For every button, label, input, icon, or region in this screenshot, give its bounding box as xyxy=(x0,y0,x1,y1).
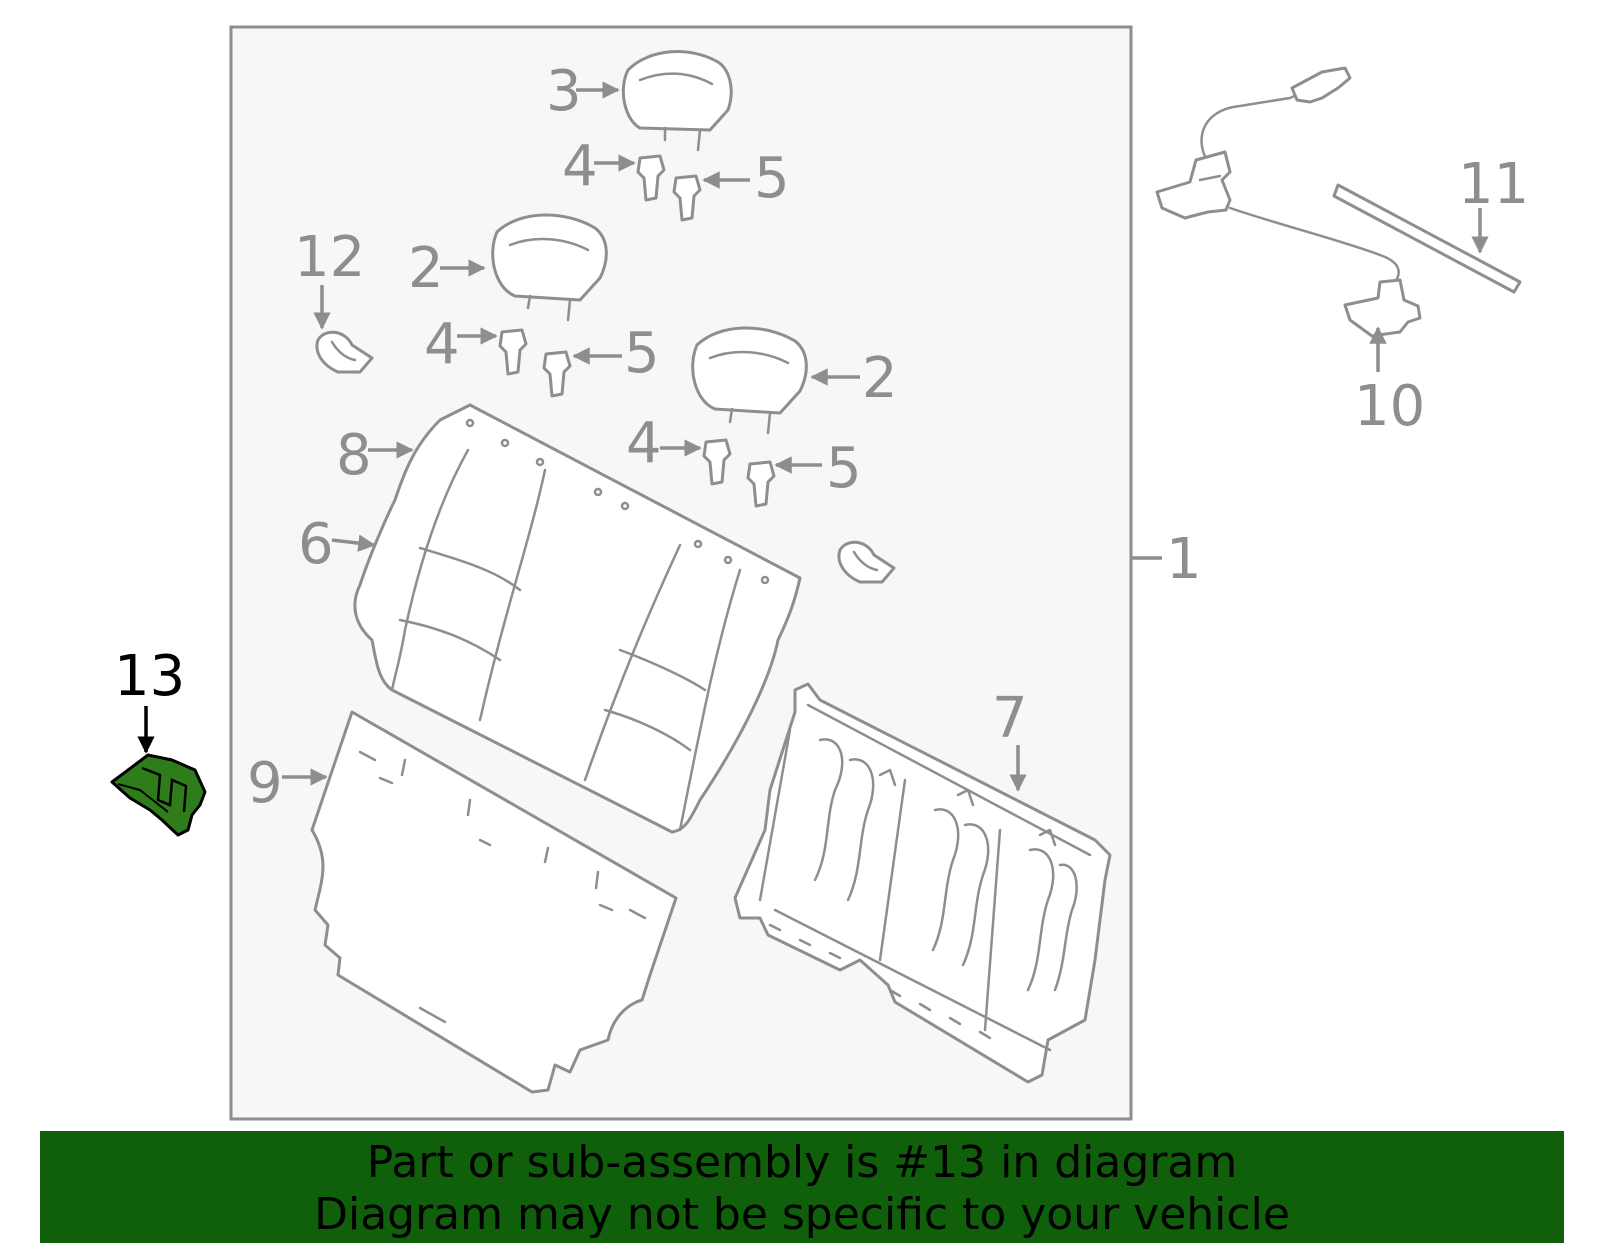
belt-guide-right xyxy=(837,540,896,584)
headrest-left xyxy=(491,213,608,322)
callout-6: 6 xyxy=(298,512,334,577)
highlighted-part-13 xyxy=(110,753,207,837)
banner-line-part: Part or sub-assembly is #13 in diagram xyxy=(366,1137,1238,1188)
leader-6 xyxy=(331,534,376,552)
callout-9: 9 xyxy=(247,751,283,816)
callout-8: 8 xyxy=(336,423,372,488)
callout-2-right: 2 xyxy=(862,346,898,411)
headrest-guide-right xyxy=(702,438,732,486)
callout-13: 13 xyxy=(114,644,185,709)
callout-3: 3 xyxy=(546,59,582,124)
headrest-guide-left xyxy=(498,328,528,376)
headrest-center xyxy=(621,50,733,152)
callout-4-right: 4 xyxy=(626,411,662,476)
seat-strip xyxy=(1332,183,1522,294)
callout-7: 7 xyxy=(992,686,1028,751)
callout-1: 1 xyxy=(1166,527,1202,592)
callout-4-left: 4 xyxy=(424,312,460,377)
callout-10: 12 xyxy=(294,225,365,290)
callout-4-top: 4 xyxy=(562,134,598,199)
callout-12: 11 xyxy=(1458,152,1529,217)
info-banner: Part or sub-assembly is #13 in diagram D… xyxy=(40,1131,1564,1243)
seat-harness xyxy=(1155,66,1422,338)
headrest-guide-top xyxy=(636,154,666,202)
headrest-lock-top xyxy=(672,174,702,222)
callout-5-left: 5 xyxy=(624,321,660,386)
parts-diagram: 3 4 5 2 12 4 5 2 8 4 5 6 1 7 9 11 10 13 xyxy=(110,25,1529,1121)
headrest-lock-right xyxy=(746,460,776,508)
callout-11: 10 xyxy=(1354,374,1425,439)
callout-2-left: 2 xyxy=(408,236,444,301)
callout-5-top: 5 xyxy=(754,146,790,211)
headrest-right xyxy=(691,326,808,435)
belt-guide-left xyxy=(315,330,374,374)
banner-line-disclaimer: Diagram may not be specific to your vehi… xyxy=(314,1189,1290,1240)
callout-5-right: 5 xyxy=(826,436,862,501)
seatback-cushion xyxy=(353,403,802,834)
seatback-frame xyxy=(733,682,1112,1084)
seatback-board xyxy=(310,710,678,1094)
headrest-lock-left xyxy=(542,350,572,398)
